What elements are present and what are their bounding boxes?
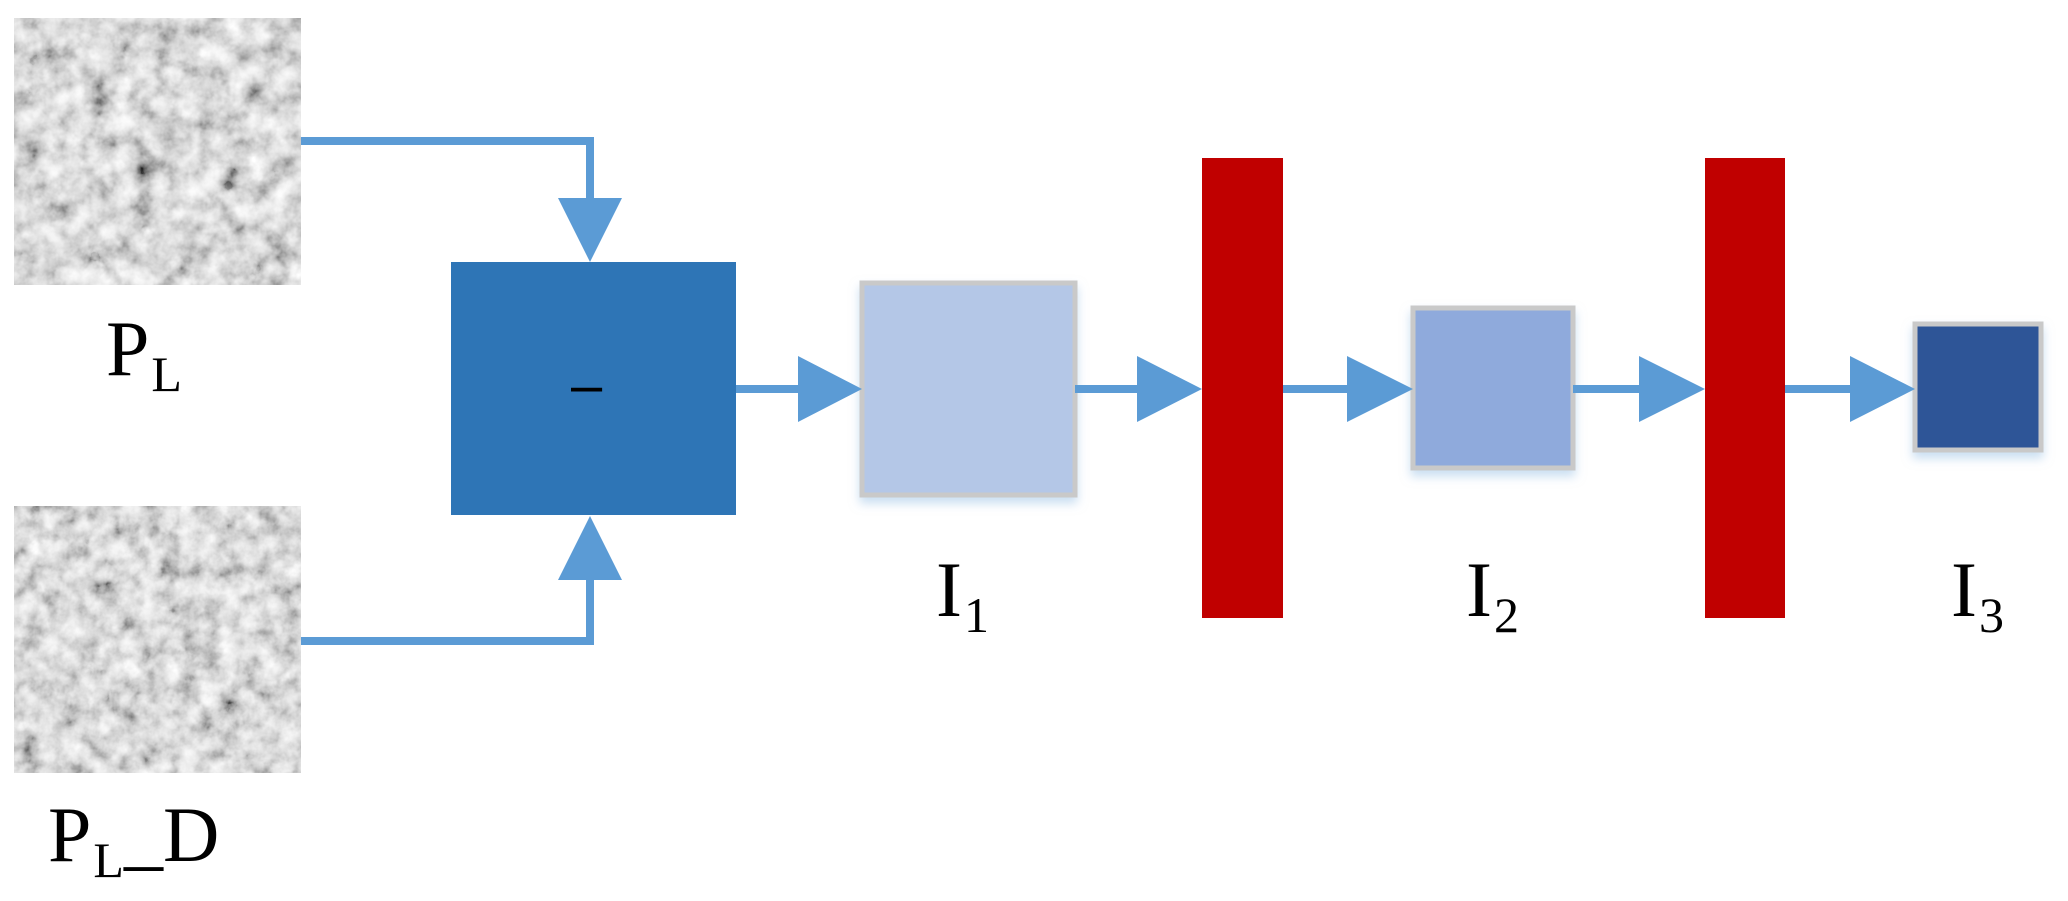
feature-label-i2-main: I bbox=[1466, 546, 1492, 633]
feature-label-i3-sub: 3 bbox=[1978, 587, 2004, 643]
arrowhead-pl-d bbox=[558, 516, 622, 580]
arrowhead-4 bbox=[1639, 356, 1705, 422]
feature-label-i1-main: I bbox=[936, 546, 962, 633]
subtraction-box bbox=[451, 262, 736, 515]
arrowhead-2 bbox=[1137, 356, 1202, 422]
feature-label-i2-sub: 2 bbox=[1493, 587, 1519, 643]
connector-pl bbox=[301, 137, 594, 202]
arrowhead-pl bbox=[558, 198, 622, 262]
input-label-pl-d-sub: L bbox=[93, 832, 124, 888]
input-image-pl bbox=[14, 18, 301, 285]
arrowhead-3 bbox=[1347, 356, 1413, 422]
feature-box-i3 bbox=[1912, 321, 2044, 453]
input-label-pl-main: P bbox=[106, 305, 150, 392]
layer-bar-2 bbox=[1705, 158, 1785, 618]
input-label-pl-d: PL_D bbox=[48, 796, 219, 886]
input-label-pl: PL bbox=[106, 310, 182, 400]
feature-label-i1-sub: 1 bbox=[963, 587, 989, 643]
arrowhead-1 bbox=[798, 356, 862, 422]
feature-label-i3: I3 bbox=[1951, 551, 2004, 641]
input-label-pl-sub: L bbox=[151, 346, 182, 402]
feature-box-i1 bbox=[859, 280, 1078, 498]
feature-label-i2: I2 bbox=[1466, 551, 1519, 641]
input-label-pl-d-main: P bbox=[48, 791, 92, 878]
input-image-pl-d bbox=[14, 506, 301, 773]
feature-label-i3-main: I bbox=[1951, 546, 1977, 633]
arrowhead-5 bbox=[1850, 356, 1915, 422]
feature-label-i1: I1 bbox=[936, 551, 989, 641]
subtraction-symbol: – bbox=[571, 353, 603, 416]
feature-box-i2 bbox=[1410, 305, 1576, 471]
layer-bar-1 bbox=[1202, 158, 1283, 618]
input-label-pl-d-suffix: _D bbox=[123, 791, 220, 878]
connector-pl-d bbox=[301, 575, 594, 645]
